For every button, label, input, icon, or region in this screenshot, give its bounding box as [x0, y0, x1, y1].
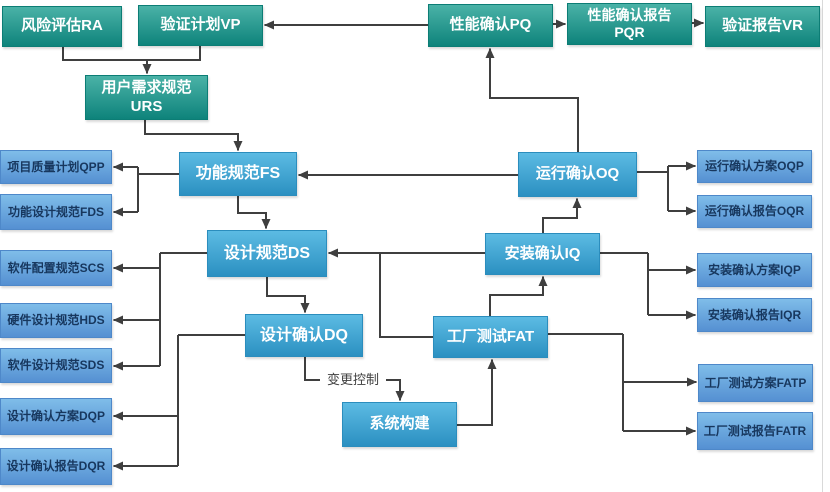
node-dqp: 设计确认方案DQP [0, 398, 112, 435]
canvas-right-edge-line [822, 0, 823, 492]
node-sds: 软件设计规范SDS [0, 348, 112, 383]
node-hds: 硬件设计规范HDS [0, 303, 112, 338]
node-fatr: 工厂测试报告FATR [697, 412, 813, 450]
node-scs: 软件配置规范SCS [0, 250, 112, 286]
node-vr: 验证报告VR [705, 6, 820, 47]
node-oq: 运行确认OQ [518, 152, 637, 197]
node-dq: 设计确认DQ [245, 314, 363, 357]
node-iq: 安装确认IQ [485, 233, 600, 275]
node-qpp: 项目质量计划QPP [0, 150, 112, 184]
node-ds: 设计规范DS [207, 230, 327, 277]
node-system-build: 系统构建 [342, 402, 457, 447]
node-fds: 功能设计规范FDS [0, 194, 112, 230]
node-dqr: 设计确认报告DQR [0, 448, 112, 485]
node-oqr: 运行确认报告OQR [697, 195, 812, 228]
node-fs: 功能规范FS [179, 152, 297, 196]
node-pq: 性能确认PQ [428, 4, 553, 47]
node-iqr: 安装确认报告IQR [697, 298, 812, 332]
node-fatp: 工厂测试方案FATP [698, 364, 813, 402]
node-iqp: 安装确认方案IQP [697, 253, 812, 287]
node-urs: 用户需求规范 URS [85, 75, 208, 120]
node-oqp: 运行确认方案OQP [697, 150, 812, 183]
node-ra: 风险评估RA [2, 6, 122, 47]
node-pqr: 性能确认报告 PQR [567, 3, 692, 45]
node-fat: 工厂测试FAT [433, 316, 548, 358]
node-vp: 验证计划VP [138, 5, 263, 46]
edge-label-change-control: 变更控制 [320, 372, 386, 388]
